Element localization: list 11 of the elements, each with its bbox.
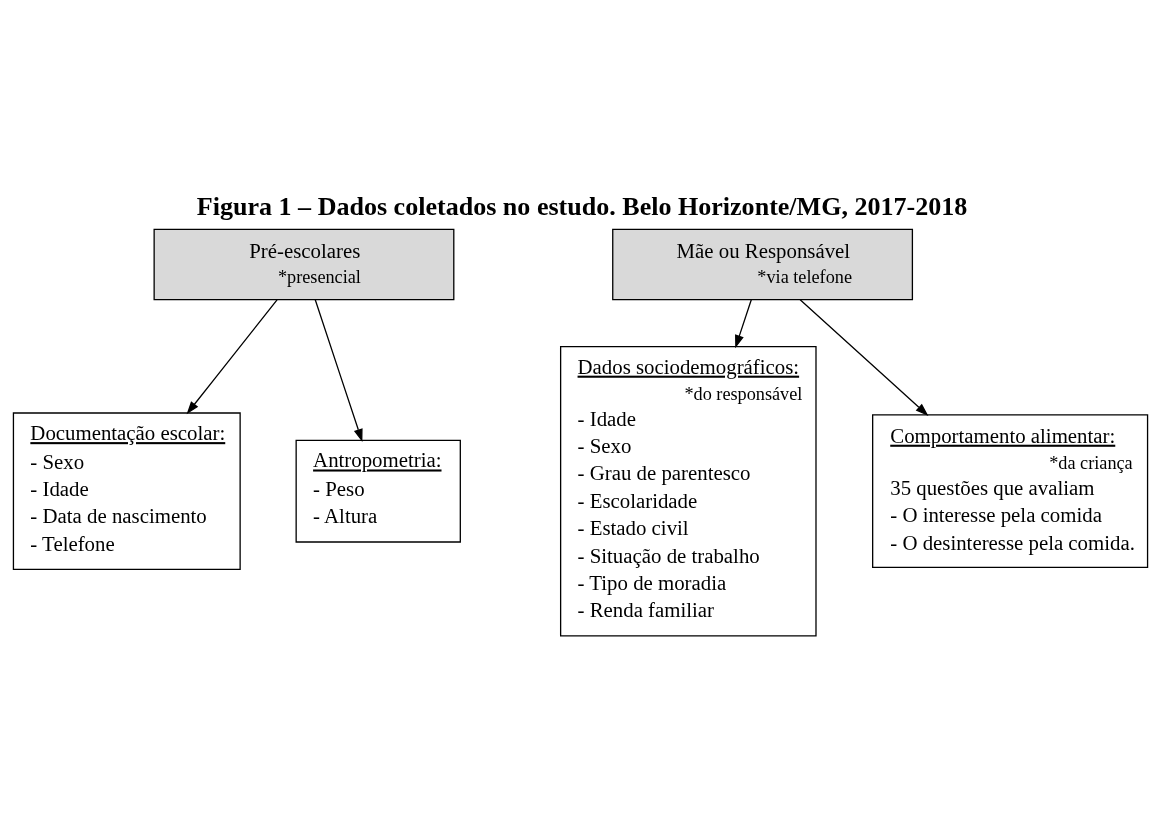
node-box: Pré-escolares *presencial — [153, 228, 455, 300]
node-box: Dados sociodemográficos: *do responsável - Idade - Sexo - Grau de parentesco - Escolaridade - Estado civil - Situação de trabalho - Tipo de moradia - Renda familiar — [560, 345, 817, 636]
arrow — [799, 298, 929, 416]
diagram-title: Figura 1 – Dados coletados no estudo. Belo Horizonte/MG, 2017-2018 — [196, 191, 968, 221]
arrow — [314, 298, 363, 442]
node-box: Mãe ou Responsável *via telefone — [612, 228, 914, 300]
arrow — [735, 298, 752, 348]
arrow — [186, 298, 278, 414]
node-box: Antropometria: - Peso - Altura — [295, 439, 461, 543]
node-box: Documentação escolar: - Sexo - Idade - Data de nascimento - Telefone — [12, 411, 241, 570]
node-box: Comportamento alimentar: *da criança 35 questões que avaliam - O interesse pela comida - O desinteresse pela comida. — [872, 413, 1149, 568]
